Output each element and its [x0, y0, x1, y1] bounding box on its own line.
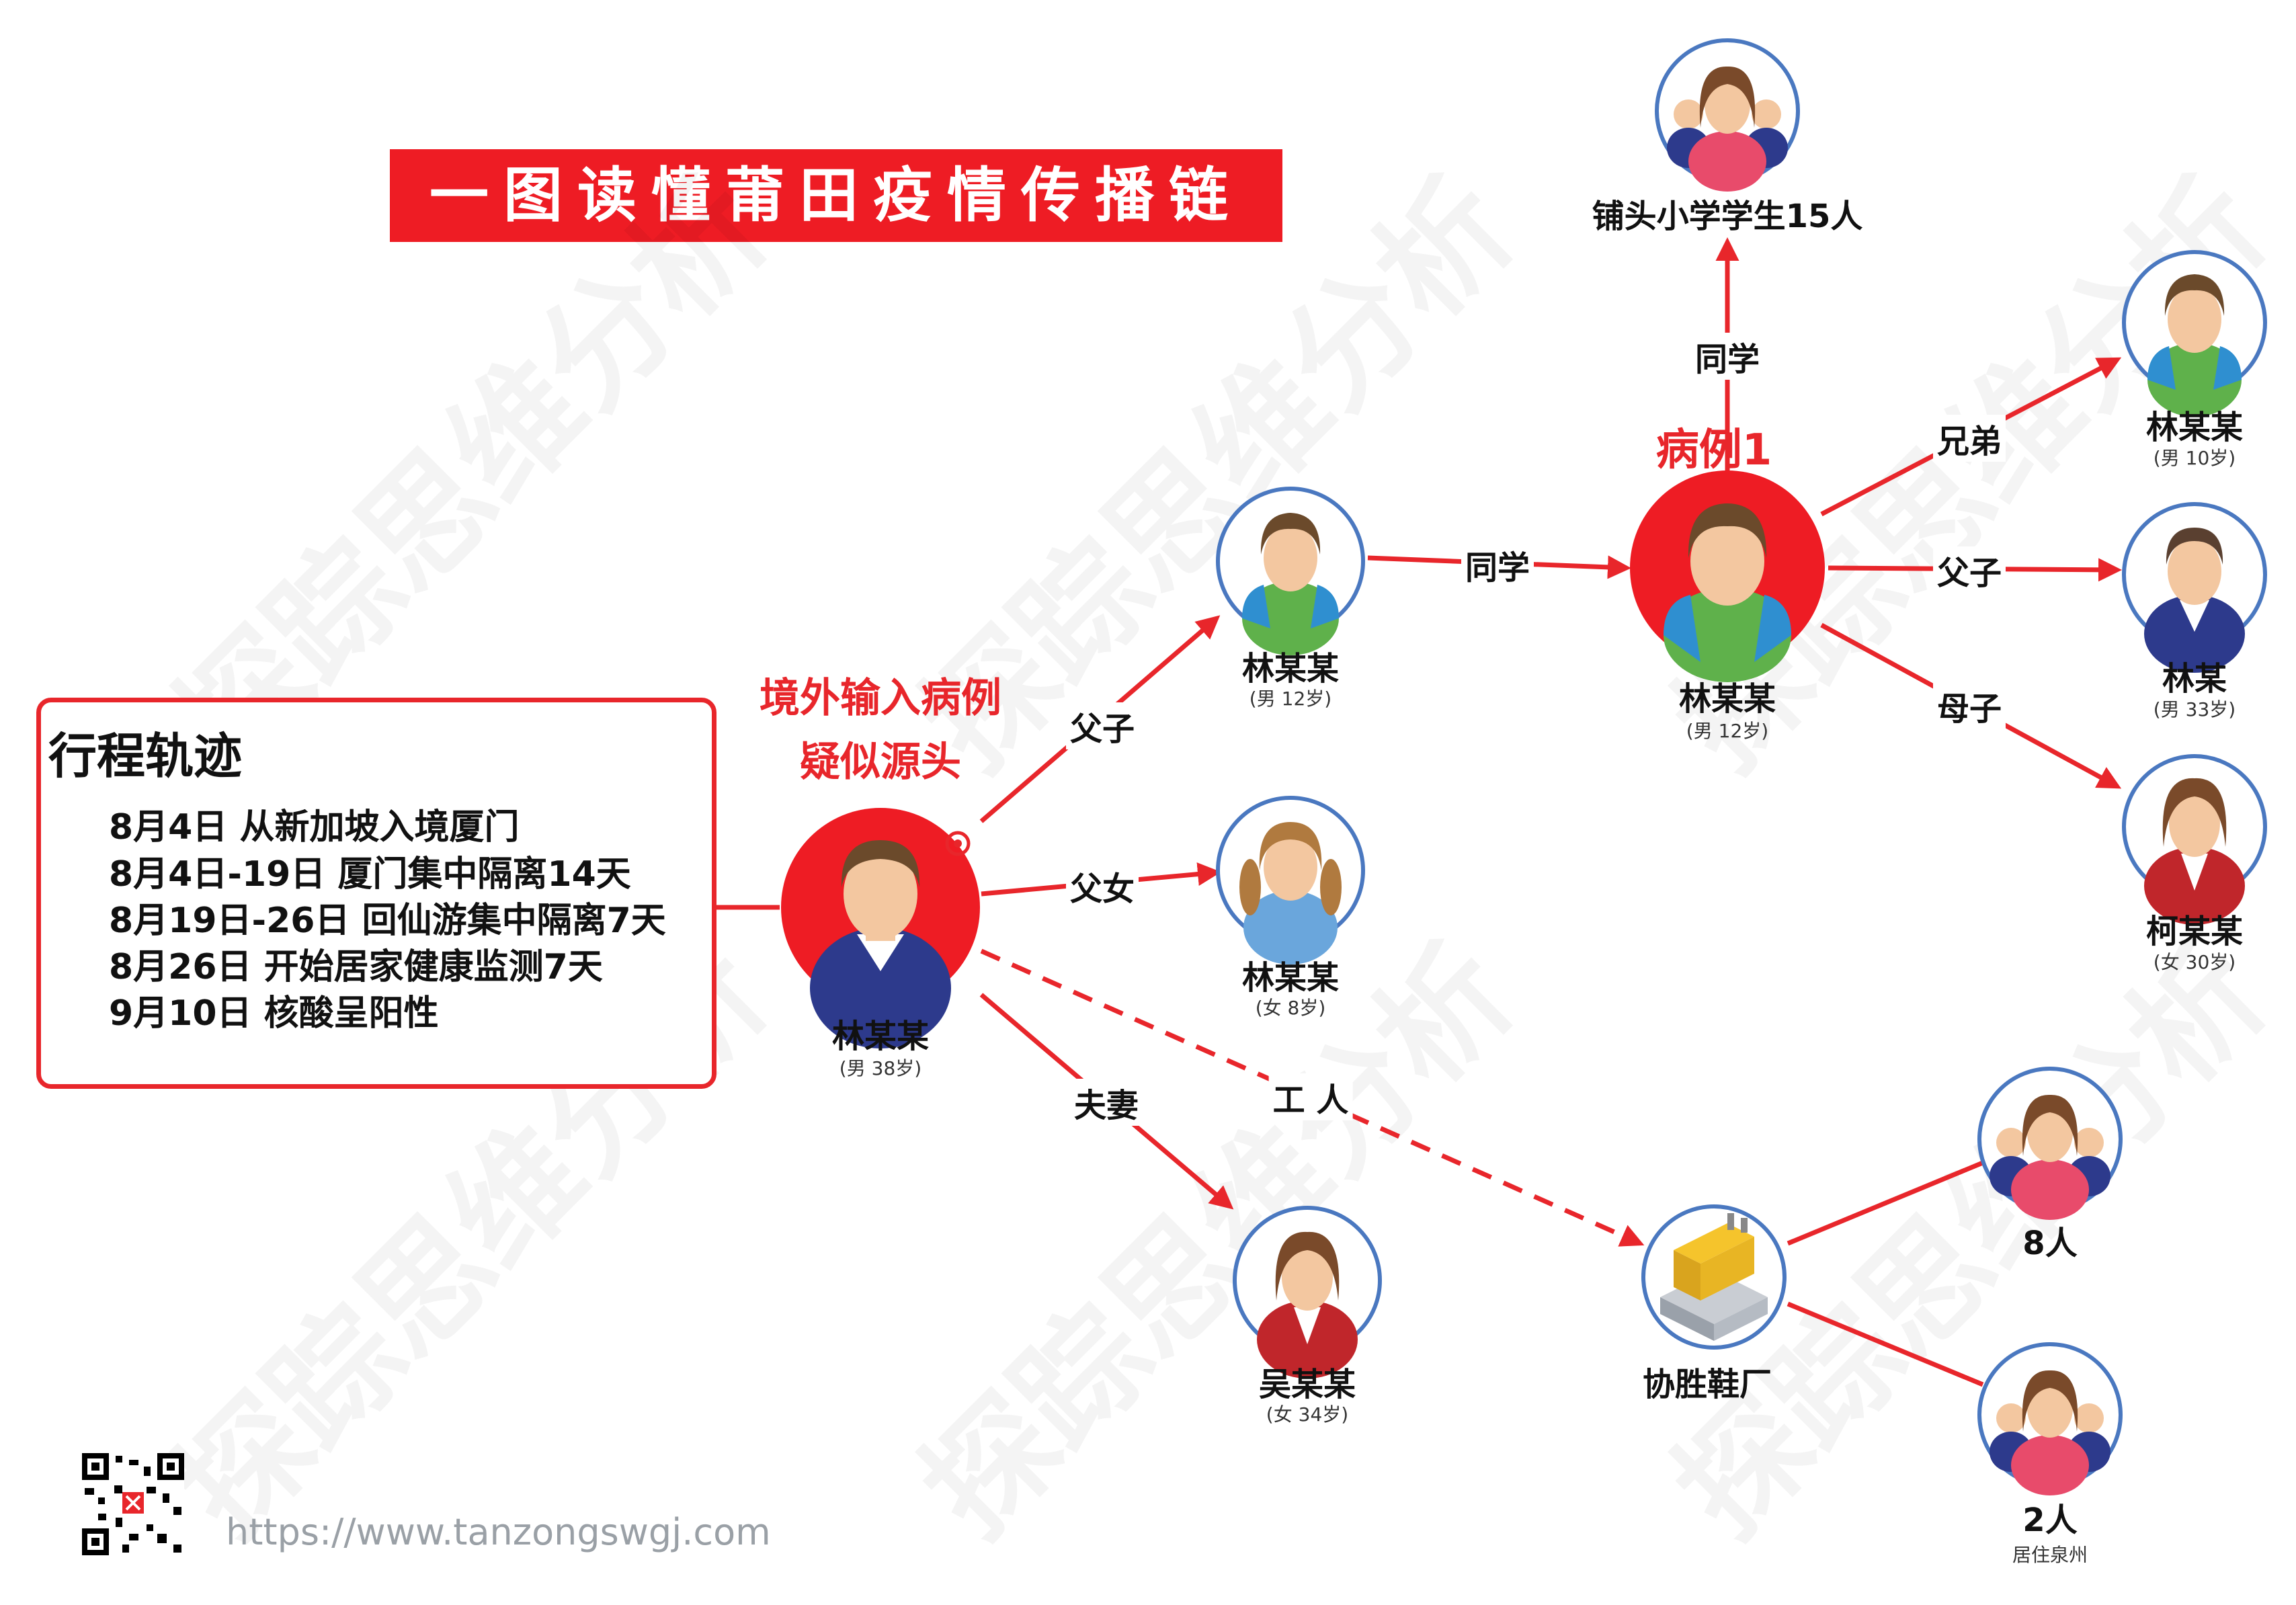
- father2-sub: (男 33岁): [2153, 698, 2236, 721]
- source-name: 林某某: [831, 1018, 930, 1055]
- case1-name: 林某某: [1678, 680, 1776, 718]
- source-avatar: [781, 808, 980, 1048]
- group2-sub: 居住泉州: [2012, 1544, 2088, 1566]
- father2-avatar: [2122, 502, 2267, 673]
- relation-husband-wife: 夫妻: [1069, 1079, 1143, 1126]
- son-sub: (男 12岁): [1249, 688, 1332, 710]
- case1-label: 病例1: [1655, 425, 1772, 475]
- group8-avatar: [1977, 1067, 2123, 1220]
- relation-classmate-school: 同学: [1690, 333, 1764, 380]
- relation-worker: 工 人: [1268, 1073, 1353, 1120]
- daughter-avatar: [1216, 796, 1365, 964]
- relation-father-daughter: 父女: [1065, 862, 1139, 909]
- qr-code-icon: [82, 1453, 184, 1555]
- group2-avatar: [1977, 1342, 2123, 1495]
- itinerary-line: 8月4日 从新加坡入境厦门: [109, 807, 520, 848]
- itinerary-line: 8月26日 开始居家健康监测7天: [109, 947, 603, 987]
- relation-father-son-2: 父子: [1932, 546, 2006, 593]
- itinerary-box: [36, 698, 716, 1089]
- page-title: 一图读懂莆田疫情传播链: [429, 161, 1243, 230]
- case1-avatar: [1630, 470, 1825, 682]
- wife-avatar: [1233, 1206, 1382, 1378]
- group2-name: 2人: [2022, 1501, 2078, 1539]
- mother-avatar: [2122, 754, 2267, 925]
- case1-sub: (男 12岁): [1686, 720, 1769, 742]
- title-banner: [390, 149, 1282, 242]
- brother-sub: (男 10岁): [2153, 447, 2236, 469]
- itinerary-line: 8月4日-19日 厦门集中隔离14天: [109, 854, 631, 895]
- school-avatar: [1655, 38, 1800, 192]
- relation-mother-son: 母子: [1932, 682, 2006, 729]
- edge-factory-8: [1787, 1160, 1984, 1246]
- source-label-line2: 疑似源头: [800, 739, 961, 786]
- brother-name: 林某某: [2145, 409, 2244, 446]
- mother-name: 柯某某: [2145, 913, 2244, 950]
- father2-name: 林某: [2162, 660, 2227, 698]
- wife-name: 吴某某: [1258, 1366, 1356, 1403]
- son-name: 林某某: [1241, 650, 1340, 688]
- group8-name: 8人: [2022, 1225, 2078, 1262]
- son-avatar: [1216, 487, 1365, 655]
- relation-brothers: 兄弟: [1932, 415, 2006, 462]
- mother-sub: (女 30岁): [2153, 951, 2236, 973]
- itinerary-line: 8月19日-26日 回仙游集中隔离7天: [109, 901, 666, 941]
- school-name: 铺头小学学生15人: [1592, 198, 1863, 235]
- source-label-line1: 境外输入病例: [760, 675, 1001, 722]
- edge-worker: [980, 948, 1645, 1247]
- relation-father-son: 父子: [1065, 702, 1139, 749]
- edge-factory-2: [1787, 1301, 1984, 1387]
- factory-avatar: [1641, 1204, 1787, 1350]
- website-url[interactable]: https://www.tanzongswgj.com: [226, 1511, 771, 1553]
- daughter-name: 林某某: [1241, 959, 1340, 997]
- itinerary-title: 行程轨迹: [48, 728, 243, 784]
- source-sub: (男 38岁): [839, 1057, 922, 1079]
- brother-avatar: [2122, 250, 2267, 417]
- relation-classmate: 同学: [1461, 541, 1534, 588]
- factory-name: 协胜鞋厂: [1642, 1366, 1772, 1403]
- itinerary-line: 9月10日 核酸呈阳性: [109, 993, 439, 1034]
- wife-sub: (女 34岁): [1266, 1403, 1349, 1426]
- daughter-sub: (女 8岁): [1255, 997, 1326, 1019]
